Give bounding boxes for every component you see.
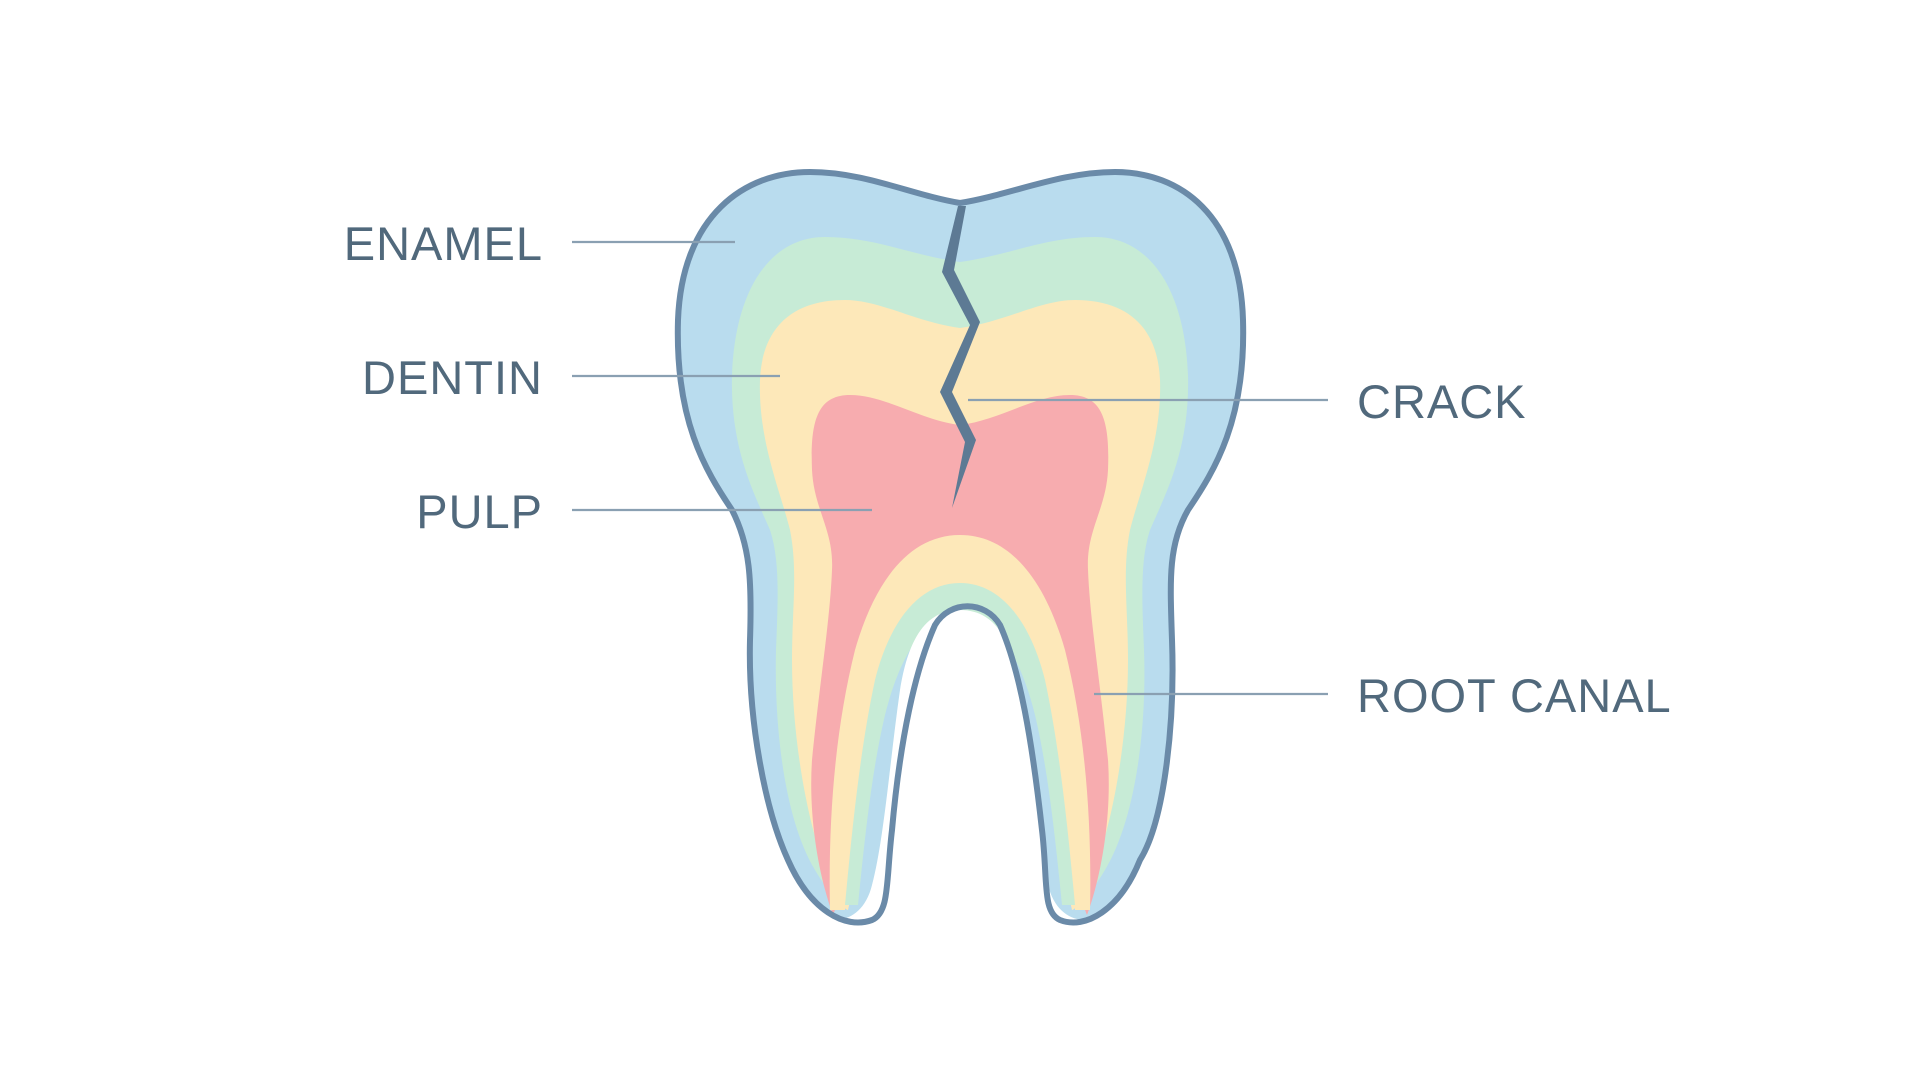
dentin-label: DENTIN: [362, 351, 543, 404]
tooth-outline: [674, 168, 1247, 926]
root-gap: [770, 610, 1150, 1080]
enamel-label: ENAMEL: [344, 217, 543, 270]
crack: [940, 206, 980, 508]
root-canal-label: ROOT CANAL: [1357, 669, 1672, 722]
inner-green-band: [845, 583, 1075, 905]
pulp-label: PULP: [416, 485, 543, 538]
pulp-layer: [811, 395, 1109, 915]
crack-label: CRACK: [1357, 375, 1527, 428]
